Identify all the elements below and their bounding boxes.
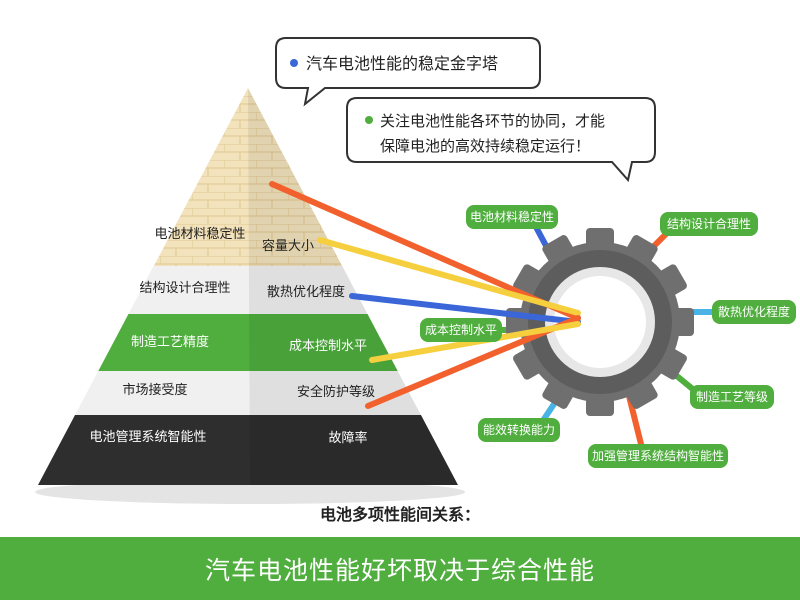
tag-cooling: 散热优化程度 [712,300,796,324]
pyramid-left-label-1: 电池材料稳定性 [154,226,245,242]
pyramid-right-label-3: 成本控制水平 [289,339,367,354]
tag-cooling-label: 散热优化程度 [718,304,790,319]
bullet-green-icon [365,116,373,124]
pyramid-right-label-2: 散热优化程度 [267,284,345,300]
speech-bubble-second: 关注电池性能各环节的协同，才能 保障电池的高效持续稳定运行！ [346,97,656,183]
tag-structure-label: 结构设计合理性 [667,216,751,231]
tag-process: 制造工艺等级 [690,385,774,409]
tag-energy-label: 能效转换能力 [483,422,555,437]
gear-tags: 电池材料稳定性 结构设计合理性 散热优化程度 制造工艺等级 加强管理系统结构智能… [420,205,796,468]
caption: 电池多项性能间关系： [320,505,480,524]
pyramid-right-label-4: 安全防护等级 [297,384,375,400]
pyramid-right-face [248,88,458,485]
pyramid-left-label-2: 结构设计合理性 [139,281,230,296]
tag-structure: 结构设计合理性 [660,212,758,236]
gear [506,228,694,416]
pyramid-left-label-4: 市场接受度 [122,382,187,398]
ray-yellow-top [317,237,581,316]
pyramid-left-label-5: 电池管理系统智能性 [89,430,206,445]
tag-cost-label: 成本控制水平 [425,323,497,337]
ray-blue [349,293,581,325]
tag-bms-label: 加强管理系统结构智能性 [592,448,724,463]
pyramid-labels: 电池材料稳定性 结构设计合理性 制造工艺精度 市场接受度 电池管理系统智能性 容… [89,226,375,446]
tag-energy: 能效转换能力 [478,418,560,442]
speech-bubble-top: 汽车电池性能的稳定金字塔 [275,37,541,107]
tag-bms: 加强管理系统结构智能性 [588,444,728,468]
footer-banner: 汽车电池性能好坏取决于综合性能 [0,537,800,600]
pyramid-right-label-5: 故障率 [328,430,367,446]
gear-hole [554,276,646,368]
bubble-top-text: 汽车电池性能的稳定金字塔 [306,54,498,73]
pyramid-right-label-1: 容量大小 [262,238,314,254]
bubble-second-line-2: 保障电池的高效持续稳定运行！ [380,137,590,155]
bullet-blue-icon [290,59,298,67]
tag-materials-label: 电池材料稳定性 [470,209,554,224]
tag-process-label: 制造工艺等级 [696,390,768,404]
footer-text: 汽车电池性能好坏取决于综合性能 [204,555,595,585]
pyramid-shadow [35,480,465,504]
tag-cost: 成本控制水平 [420,318,502,342]
tag-materials: 电池材料稳定性 [466,205,558,229]
pyramid-left-label-3: 制造工艺精度 [131,334,209,350]
pyramid-band-4 [38,371,458,415]
bubble-second-line-1: 关注电池性能各环节的协同，才能 [380,112,605,130]
pyramid-band-5 [38,415,458,485]
